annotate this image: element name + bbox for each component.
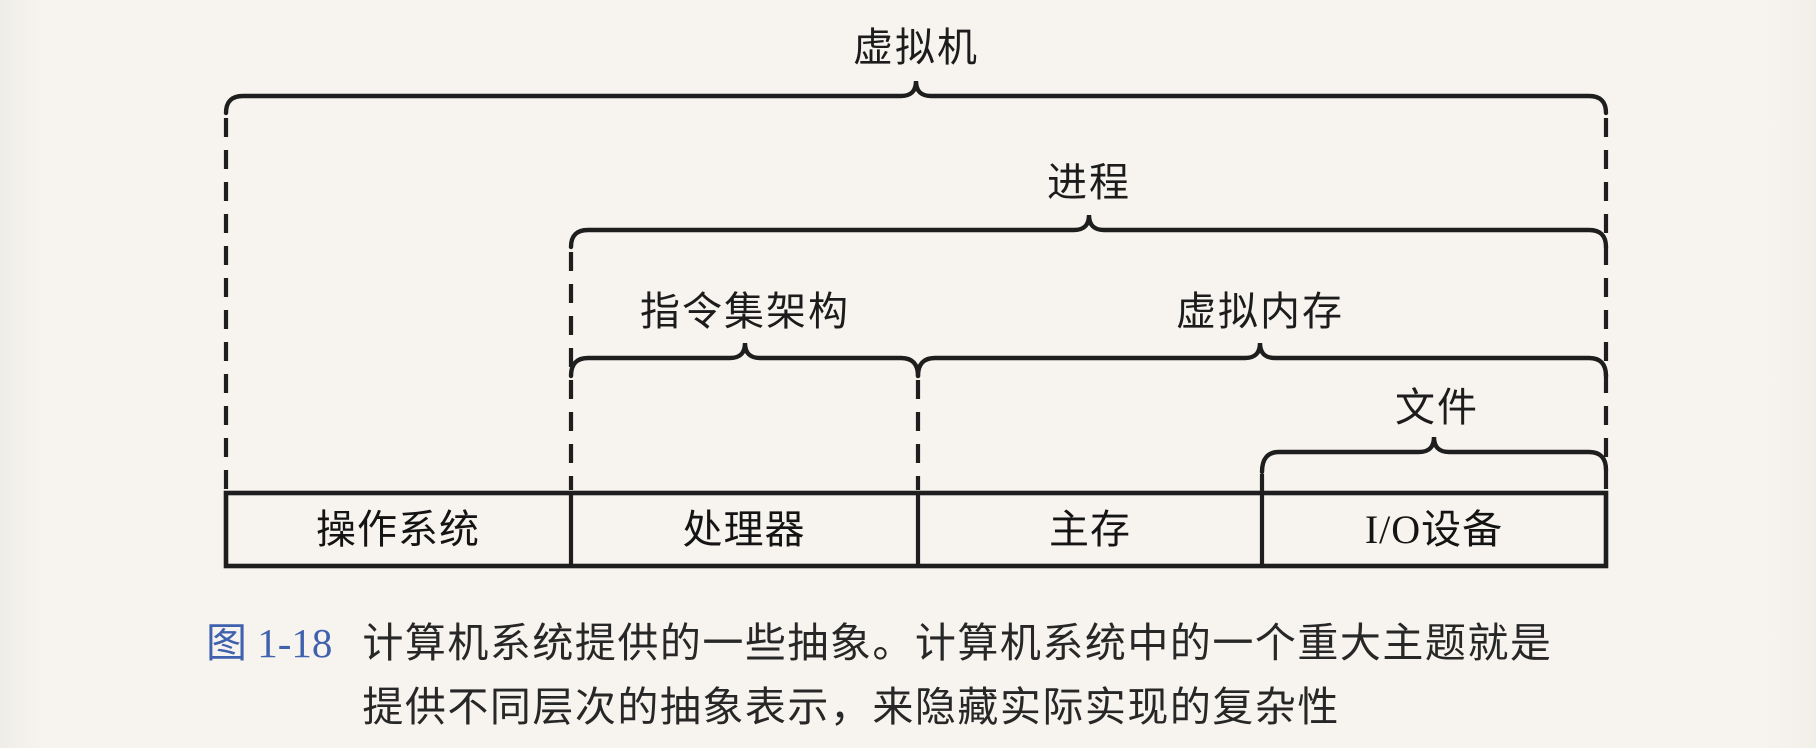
virtual-memory-label: 虚拟内存 [1176, 289, 1344, 334]
virtual-machine-label: 虚拟机 [853, 25, 979, 70]
main-memory-box-label: 主存 [1049, 507, 1131, 552]
isa-label: 指令集架构 [640, 289, 850, 334]
io-devices-box-label: I/O设备 [1364, 507, 1504, 552]
caption-line-1: 计算机系统提供的一些抽象。计算机系统中的一个重大主题就是 [362, 620, 1553, 666]
files-label: 文件 [1395, 385, 1479, 430]
caption-text: 计算机系统提供的一些抽象。计算机系统中的一个重大主题就是 提供不同层次的抽象表示… [362, 611, 1552, 739]
isa-brace [568, 342, 921, 379]
process-label: 进程 [1047, 160, 1131, 205]
virtual-machine-brace [223, 80, 1609, 116]
process-brace [568, 214, 1609, 250]
files-brace [1259, 436, 1609, 475]
operating-system-box-label: 操作系统 [316, 507, 480, 552]
figure-caption: 图 1-18 计算机系统提供的一些抽象。计算机系统中的一个重大主题就是 提供不同… [206, 611, 1552, 739]
figure-number: 图 1-18 [206, 620, 333, 666]
processor-box-label: 处理器 [682, 507, 806, 552]
caption-line-2: 提供不同层次的抽象表示，来隐藏实际实现的复杂性 [362, 684, 1340, 730]
virtual-memory-brace [915, 342, 1609, 379]
